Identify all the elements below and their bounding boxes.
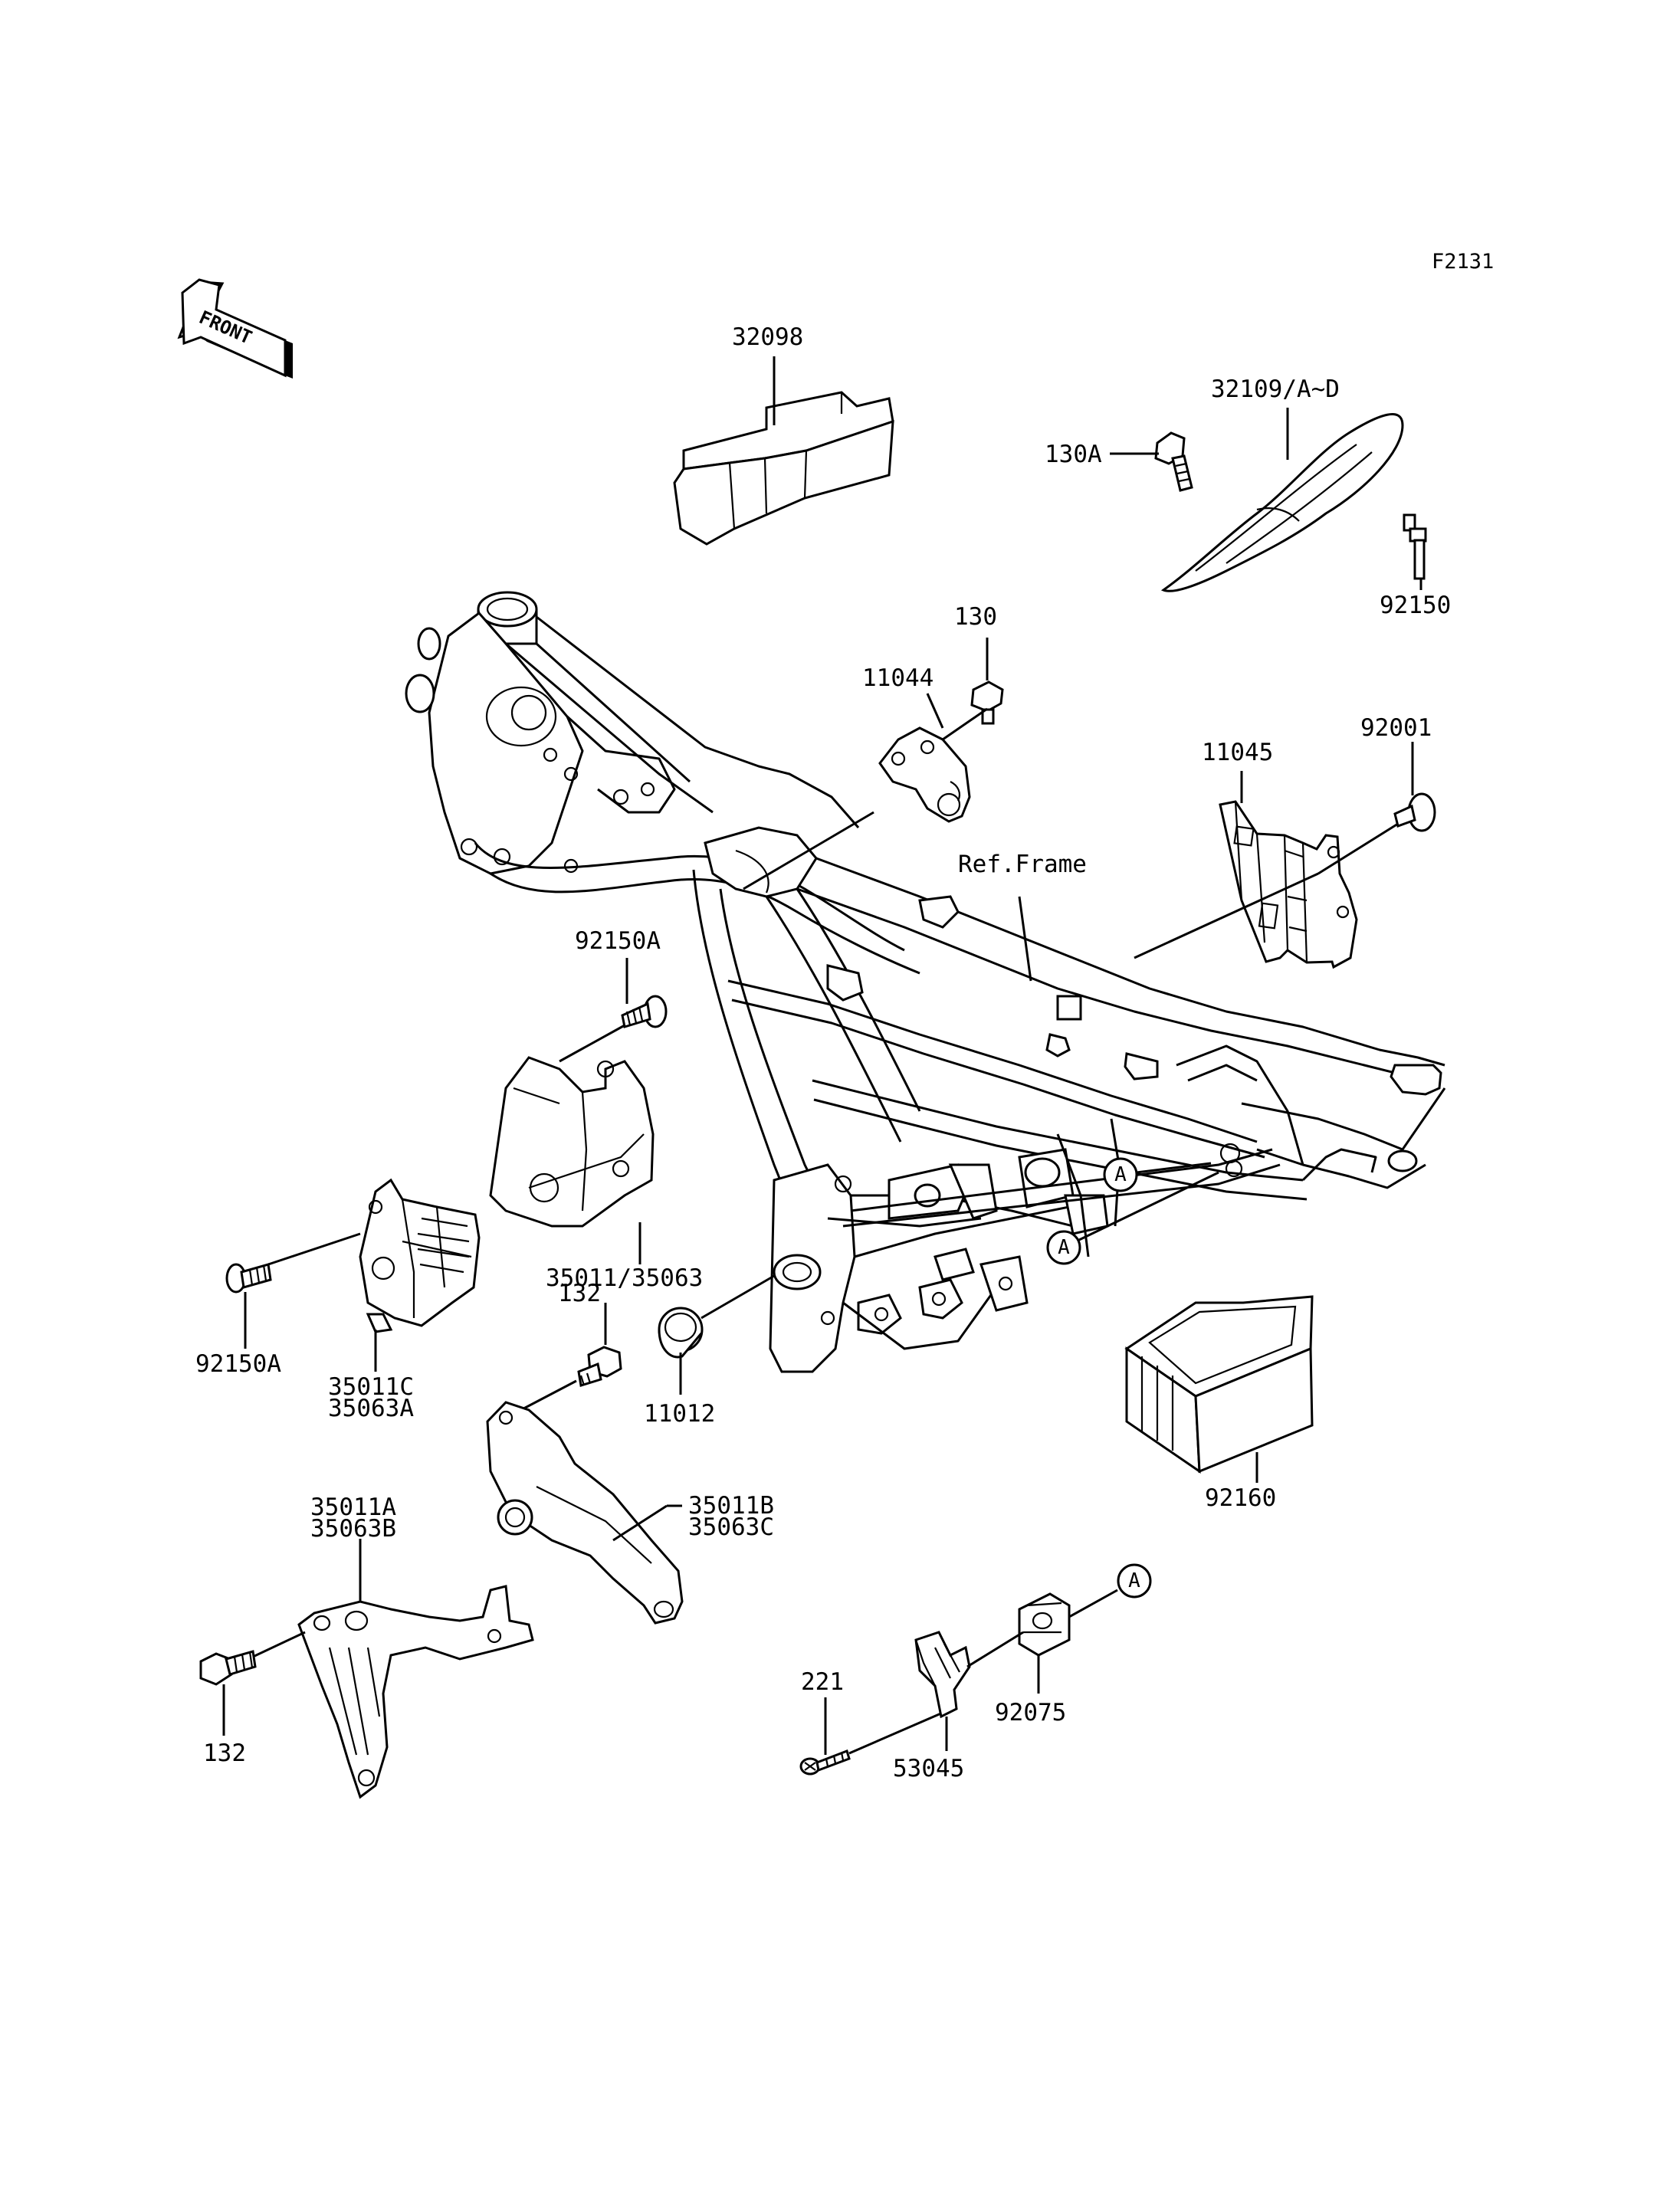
label-92075: 92075 — [995, 1699, 1066, 1726]
main-frame — [405, 591, 1446, 1373]
part-92001-bolt — [1393, 792, 1436, 832]
part-92075-rubber — [1018, 1592, 1071, 1657]
leader-11045-to-frame — [1134, 872, 1319, 959]
part-32098-cover — [673, 391, 894, 546]
leader-35011B-2 — [612, 1504, 668, 1542]
ref-frame-label: Ref.Frame — [958, 851, 1087, 878]
label-130: 130 — [954, 603, 997, 631]
part-11045-bracket — [1219, 800, 1358, 969]
label-132-mid: 132 — [558, 1280, 601, 1307]
ref-circle-a-3: A — [1117, 1563, 1152, 1599]
part-53045-clamp — [914, 1631, 971, 1719]
label-11044: 11044 — [862, 664, 934, 692]
figure-code: F2131 — [1432, 250, 1494, 274]
svg-text:A: A — [1128, 1569, 1140, 1592]
label-92150A-left: 92150A — [195, 1350, 281, 1378]
part-11044-bracket — [878, 726, 971, 823]
part-32109-guard — [1160, 413, 1404, 592]
leader-ref-frame — [1018, 896, 1032, 982]
label-92150A-top: 92150A — [575, 927, 661, 955]
part-35011A-35063B-bracket — [297, 1585, 534, 1799]
label-35011A: 35011A — [310, 1494, 396, 1521]
label-11012: 11012 — [644, 1400, 715, 1428]
label-130A: 130A — [1045, 441, 1102, 468]
leader-a-2 — [1078, 1171, 1219, 1241]
label-11045: 11045 — [1202, 739, 1273, 766]
leader-11044-to-frame — [743, 811, 874, 890]
leader-221-to-clamp — [848, 1711, 943, 1755]
svg-text:A: A — [1058, 1236, 1070, 1259]
part-132-mid-bolt — [577, 1346, 622, 1387]
label-35011C: 35011C — [328, 1373, 414, 1401]
label-35063A: 35063A — [328, 1395, 414, 1422]
part-35011B-35063C-bracket — [486, 1401, 684, 1625]
label-221: 221 — [801, 1668, 844, 1696]
leader-11012-to-frame — [701, 1274, 775, 1320]
leader-92150A-left-to-bracket — [267, 1232, 361, 1266]
label-32109: 32109/A~D — [1211, 375, 1340, 403]
label-53045: 53045 — [893, 1755, 964, 1782]
label-132-left: 132 — [203, 1740, 246, 1767]
leader-a-1 — [1136, 1162, 1212, 1174]
ref-circle-a-2: A — [1046, 1230, 1081, 1265]
label-35011B: 35011B — [688, 1492, 774, 1520]
label-35011-35063: 35011/35063 — [546, 1264, 703, 1292]
part-92150-stud — [1403, 513, 1427, 580]
part-11012-cap — [658, 1307, 704, 1359]
label-92160: 92160 — [1205, 1484, 1276, 1512]
part-92150A-top-bolt — [621, 995, 668, 1028]
svg-text:A: A — [1114, 1163, 1127, 1186]
label-35063B: 35063B — [310, 1515, 396, 1543]
leader-92075-to-a — [1068, 1589, 1118, 1618]
part-92160-tray — [1124, 1295, 1314, 1474]
part-130A-bolt — [1154, 431, 1193, 492]
part-35011C-35063A-bracket — [359, 1178, 481, 1333]
front-arrow-icon: FRONT — [177, 278, 293, 379]
label-92150-top: 92150 — [1380, 592, 1451, 619]
part-132-left-bolt — [199, 1650, 257, 1686]
part-130-bolt — [970, 680, 1004, 725]
part-35011-35063-bracket — [489, 1056, 655, 1228]
leader-92001-to-bracket — [1317, 822, 1399, 875]
leader-92150A-top-2 — [559, 1024, 625, 1063]
ref-circle-a-1: A — [1103, 1157, 1138, 1192]
part-221-screw — [799, 1749, 851, 1776]
leader-92075-clamp — [966, 1631, 1024, 1668]
label-32098: 32098 — [732, 323, 803, 351]
part-92150A-left-bolt — [225, 1263, 272, 1294]
label-92001: 92001 — [1360, 714, 1432, 742]
label-35063C: 35063C — [688, 1513, 774, 1541]
leader-11044-bolt — [942, 707, 988, 741]
leader-132-left-to-bracket — [252, 1631, 306, 1658]
leader-11044 — [926, 693, 944, 729]
